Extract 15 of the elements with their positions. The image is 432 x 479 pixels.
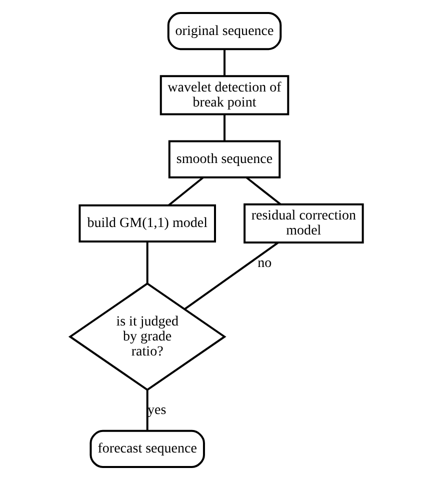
connector [146, 241, 148, 283]
connector [223, 48, 226, 76]
node-box: residual correction model [243, 202, 364, 243]
edge-label: no [257, 254, 272, 270]
node-box: build GM(1,1) model [78, 204, 216, 242]
node-box: original sequence [166, 12, 282, 50]
node-box: wavelet detection of break point [159, 74, 289, 115]
node-box: smooth sequence [168, 140, 280, 178]
connector [146, 389, 148, 430]
connector [168, 176, 204, 206]
connector [245, 176, 281, 205]
node-diamond: is it judged by grade ratio? [68, 282, 226, 391]
connector [184, 241, 278, 310]
node-box: forecast sequence [89, 429, 204, 468]
connector [223, 114, 226, 141]
